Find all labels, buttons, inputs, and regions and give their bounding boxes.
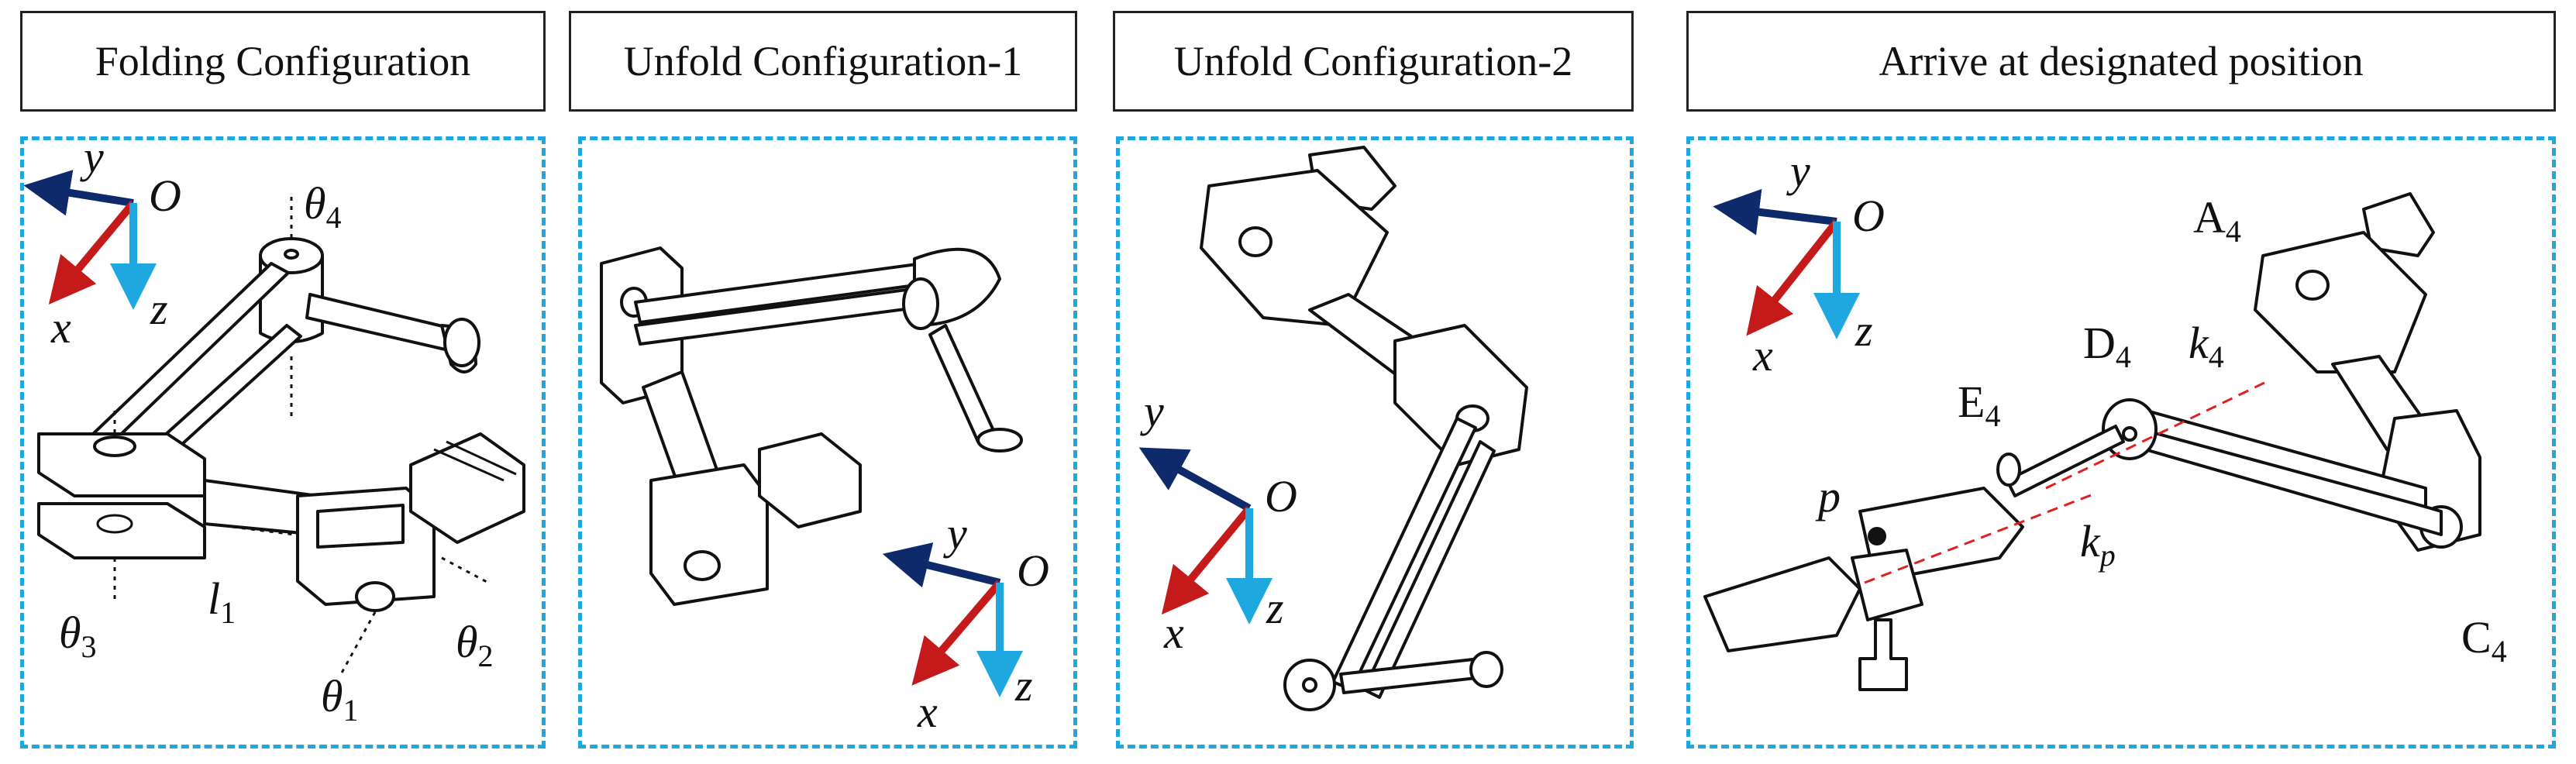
panel4-labels: A4 D4 k4 E4 p kp C4 [1815, 192, 2507, 669]
x-axis-label: x [1752, 330, 1773, 380]
E4-label: E4 [1958, 377, 2000, 433]
y-axis-arrow [882, 542, 1001, 588]
z-axis-label: z [1014, 660, 1033, 711]
x-axis-label: x [50, 302, 71, 353]
y-axis-label: y [1140, 386, 1164, 436]
x-axis-label: x [917, 687, 938, 737]
theta3-label: θ3 [59, 607, 97, 664]
z-axis-label: z [150, 284, 168, 334]
theta1-label: θ1 [321, 671, 359, 728]
z-axis-label: z [1266, 583, 1284, 633]
title-text: Folding Configuration [95, 38, 471, 84]
theta2-label: θ2 [456, 617, 494, 673]
kp-label: kp [2080, 516, 2116, 573]
x-axis-arrow [911, 580, 1003, 686]
p-label: p [1815, 471, 1841, 521]
panel1-axes: y O x z [23, 132, 181, 353]
x-axis-arrow [1746, 219, 1840, 336]
panel2-mechanism [600, 246, 1023, 606]
title-folding-configuration: Folding Configuration [20, 11, 546, 112]
title-unfold-configuration-2: Unfold Configuration-2 [1113, 11, 1634, 112]
point-p [1868, 527, 1886, 545]
panel4-axes: y O x z [1713, 146, 1885, 380]
C4-label: C4 [2461, 612, 2507, 669]
y-axis-label: y [1786, 146, 1810, 196]
panel-folding [20, 136, 546, 749]
x-axis-label: x [1163, 607, 1184, 658]
k4-label: k4 [2189, 318, 2224, 374]
panel-arrive [1686, 136, 2556, 749]
panel3-axes: y O x z [1138, 386, 1297, 658]
title-text: Unfold Configuration-1 [623, 38, 1023, 84]
origin-label: O [1852, 191, 1885, 241]
panel-unfold-1 [578, 136, 1077, 749]
y-axis-arrow [1138, 447, 1252, 512]
z-axis-label: z [1855, 305, 1873, 356]
title-text: Arrive at designated position [1879, 38, 2364, 84]
panel2-axes: y O x z [882, 508, 1049, 737]
panel3-mechanism [1200, 146, 1528, 711]
y-axis-arrow [1713, 188, 1837, 236]
origin-label: O [149, 170, 181, 221]
y-axis-arrow [23, 170, 134, 216]
panel1-mechanism [37, 197, 525, 675]
x-axis-arrow [48, 200, 136, 305]
panel1-labels: θ4 θ3 l1 θ2 θ1 [59, 178, 494, 728]
title-text: Unfold Configuration-2 [1173, 38, 1573, 84]
origin-label: O [1265, 471, 1297, 521]
l1-label: l1 [208, 573, 236, 630]
y-axis-label: y [943, 508, 967, 559]
origin-label: O [1017, 545, 1049, 596]
title-unfold-configuration-1: Unfold Configuration-1 [569, 11, 1077, 112]
panel-unfold-2 [1116, 136, 1634, 749]
theta4-label: θ4 [304, 178, 342, 235]
panel4-mechanism [1703, 192, 2481, 691]
x-axis-arrow [1161, 505, 1252, 615]
y-axis-label: y [80, 132, 104, 182]
D4-label: D4 [2083, 318, 2131, 374]
A4-label: A4 [2193, 192, 2241, 249]
title-arrive-designated-position: Arrive at designated position [1686, 11, 2556, 112]
